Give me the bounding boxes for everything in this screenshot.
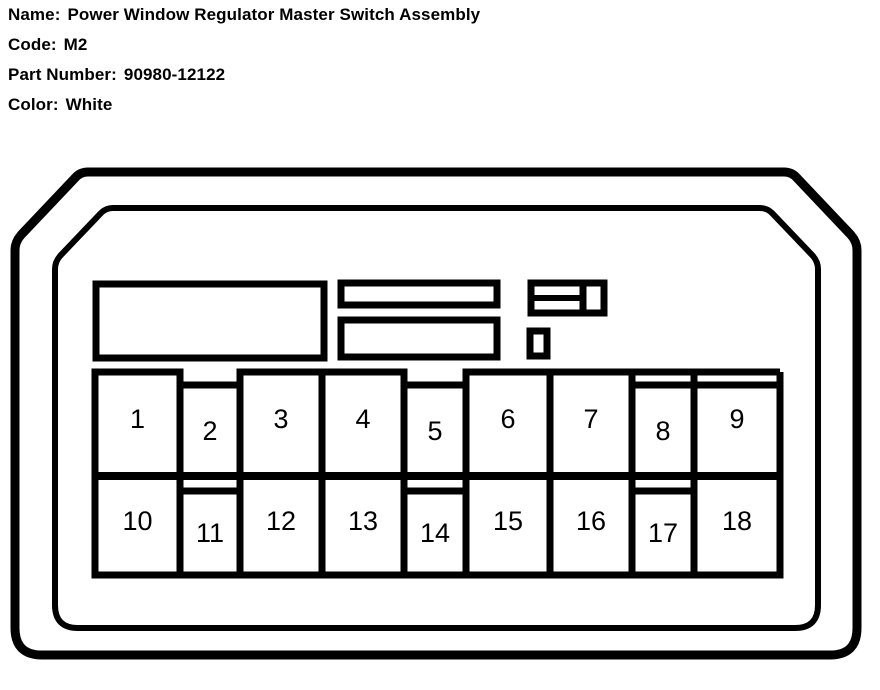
info-value-code: M2 xyxy=(63,35,88,54)
info-label-name: Name: xyxy=(8,5,61,24)
upper-mid-slot xyxy=(337,279,501,309)
pin-label-4: 4 xyxy=(355,404,371,434)
small-square-slot xyxy=(526,327,551,360)
pin-label-16: 16 xyxy=(575,506,607,536)
info-label-part-number: Part Number: xyxy=(8,65,117,84)
lower-mid-slot xyxy=(337,316,501,361)
pin-label-11: 11 xyxy=(195,518,225,548)
pin-label-12: 12 xyxy=(265,506,297,536)
pin-label-3: 3 xyxy=(273,404,289,434)
right-narrow-box xyxy=(579,279,608,317)
pin-label-18: 18 xyxy=(721,506,753,536)
pin-label-8: 8 xyxy=(655,416,671,446)
pin-label-5: 5 xyxy=(427,416,443,446)
pin-label-9: 9 xyxy=(729,404,745,434)
info-row-code: Code: M2 xyxy=(8,36,868,53)
info-value-name: Power Window Regulator Master Switch Ass… xyxy=(67,5,481,24)
pin-label-10: 10 xyxy=(122,506,153,536)
pin-label-7: 7 xyxy=(583,404,599,434)
connector-diagram: 1 2 3 4 5 6 7 8 9 10 11 12 13 14 15 16 1… xyxy=(0,150,880,690)
connector-svg xyxy=(10,167,862,660)
info-value-color: White xyxy=(65,95,113,114)
info-row-part-number: Part Number: 90980-12122 xyxy=(8,66,868,83)
pin-label-17: 17 xyxy=(647,518,679,548)
info-label-color: Color: xyxy=(8,95,59,114)
info-value-part-number: 90980-12122 xyxy=(123,65,226,84)
large-left-slot xyxy=(92,280,328,362)
pin-label-15: 15 xyxy=(492,506,524,536)
pin-label-13: 13 xyxy=(347,506,379,536)
pin-label-14: 14 xyxy=(419,518,451,548)
info-row-color: Color: White xyxy=(8,96,868,113)
info-label-code: Code: xyxy=(8,35,57,54)
pin-block-top-edge xyxy=(95,368,780,389)
pin-label-6: 6 xyxy=(500,404,516,434)
info-row-name: Name: Power Window Regulator Master Switc… xyxy=(8,6,868,23)
pin-label-1: 1 xyxy=(129,404,146,434)
connector-info-block: Name: Power Window Regulator Master Switc… xyxy=(8,6,868,126)
pin-label-2: 2 xyxy=(202,416,218,446)
